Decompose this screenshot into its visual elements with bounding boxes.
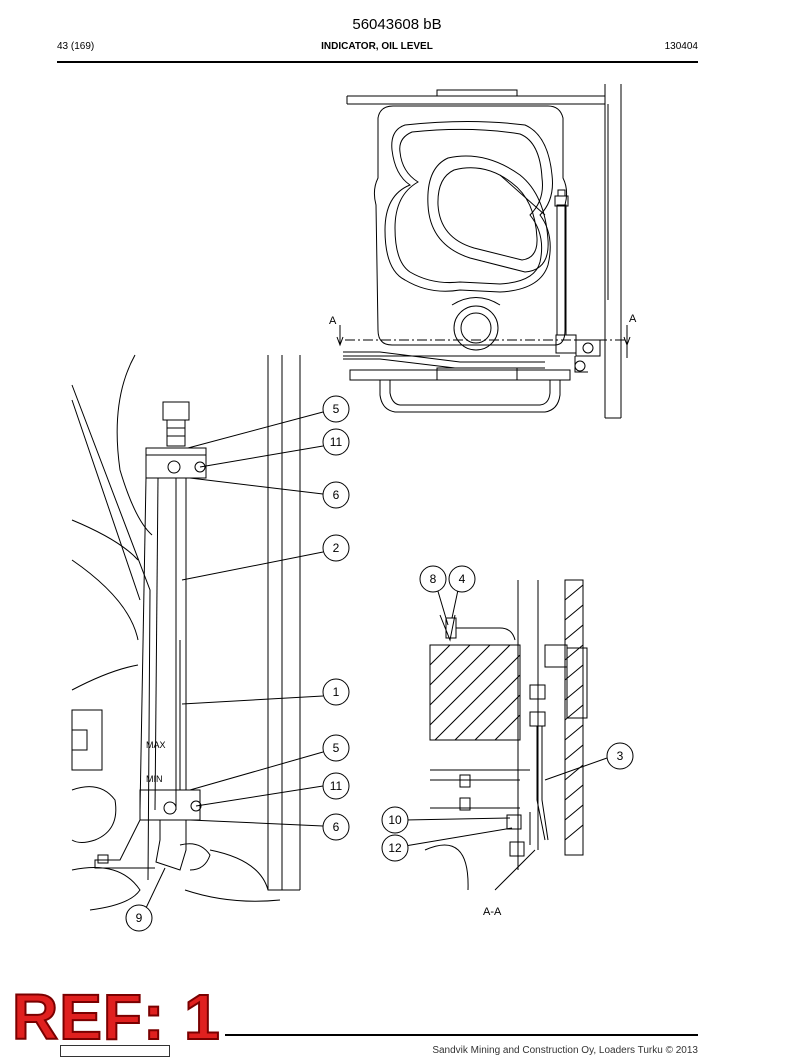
indicator-detail-view <box>71 354 301 911</box>
section-mark-left: A <box>329 315 337 327</box>
section-mark-right: A <box>629 313 637 325</box>
callout-5-top: 5 <box>333 402 340 416</box>
gauge-mark-min: MIN <box>146 774 163 784</box>
copyright-text: Sandvik Mining and Construction Oy, Load… <box>432 1045 698 1056</box>
callout-11-bottom: 11 <box>330 779 343 793</box>
callout-11-top: 11 <box>330 435 343 449</box>
callout-3: 3 <box>617 749 624 763</box>
callout-bubbles <box>125 395 634 932</box>
callout-9: 9 <box>136 911 143 925</box>
ref-stamp: REF: 1 <box>11 981 221 1053</box>
callout-12: 12 <box>388 841 402 855</box>
section-caption: A-A <box>483 906 502 918</box>
callout-4: 4 <box>459 572 466 586</box>
doc-number: 56043608 bB <box>352 16 442 33</box>
page-date: 130404 <box>664 41 698 52</box>
callout-5-bottom: 5 <box>333 741 340 755</box>
footer-rule <box>225 1034 698 1036</box>
callout-2: 2 <box>333 541 340 555</box>
callout-6-top: 6 <box>333 488 340 502</box>
callout-8: 8 <box>430 572 437 586</box>
gauge-mark-max: MAX <box>146 740 166 750</box>
page-title: INDICATOR, OIL LEVEL <box>321 41 433 52</box>
callout-6-bottom: 6 <box>333 820 340 834</box>
page-counter: 43 (169) <box>57 41 95 52</box>
callout-10: 10 <box>388 813 402 827</box>
leader-lines <box>145 411 608 909</box>
tank-top-view <box>336 84 631 419</box>
section-a-a-view <box>424 579 588 891</box>
callout-1: 1 <box>333 685 340 699</box>
header-rule <box>57 61 698 63</box>
